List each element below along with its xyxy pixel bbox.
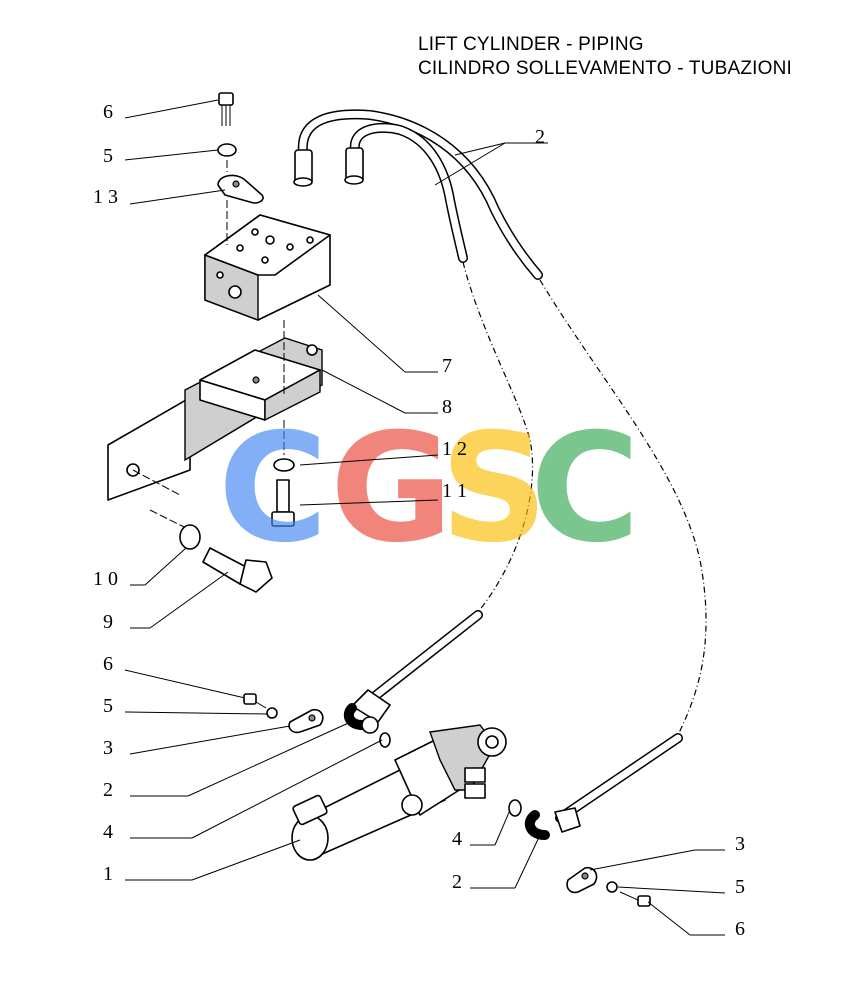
callout-bolt-top: 6 [103,101,113,123]
leader-lines [124,99,726,936]
clamp-top [217,174,264,204]
bolt-top [218,92,234,126]
hose-lower-left [343,610,483,734]
cgsc-watermark: C G S C [218,402,640,576]
callout-washer-mid: 1 2 [442,438,467,460]
callout-hose-lower-left: 2 [103,779,113,801]
callout-seal-left: 4 [103,821,113,843]
callout-washer-lower-left: 5 [103,695,113,717]
clamp-lower-left [288,708,324,734]
washer-lower [179,524,201,550]
hose-route-right [539,279,707,736]
callout-hose-lower-right: 2 [452,871,462,893]
bracket [107,337,323,501]
watermark-letter-g: G [330,402,453,576]
hose-upper-pair [293,109,543,280]
clamp-lower-right [566,866,598,894]
watermark-letter-c2: C [530,402,640,576]
callout-cylinder: 1 [103,863,113,885]
washer-mid [273,458,295,472]
callout-washer-lower-right: 5 [735,876,745,898]
callout-bolt-mid: 1 1 [442,480,467,502]
callout-bolt-lower: 9 [103,611,113,633]
watermark-letter-s: S [440,402,548,576]
callout-clamp-lower-right: 3 [735,833,745,855]
watermark-letter-c1: C [218,402,328,576]
bolt-lower-left [243,693,267,709]
washer-lower-right [606,881,618,893]
seal-left [379,732,391,748]
bolt-lower-right [619,891,651,907]
diagram-title-english: LIFT CYLINDER - PIPING [418,34,644,55]
callout-clamp-top: 1 3 [93,186,118,208]
callout-washer-lower: 1 0 [93,568,118,590]
callout-bracket: 8 [442,396,452,418]
callout-labels: 6 5 1 3 2 7 8 1 2 1 1 1 0 9 6 5 3 2 4 1 … [93,101,745,940]
diagram-title-italian: CILINDRO SOLLEVAMENTO - TUBAZIONI [418,58,793,79]
bolt-mid [271,479,295,527]
valve-block [204,214,331,322]
lift-cylinder [291,724,507,861]
callout-bolt-lower-right: 6 [735,918,745,940]
callout-hose-top: 2 [535,126,545,148]
hose-route-left [462,261,534,613]
callout-bolt-lower-left: 6 [103,653,113,675]
washer-lower-left [266,707,278,719]
callout-valve-block: 7 [442,355,452,377]
washer-top [217,143,237,157]
callout-clamp-lower-left: 3 [103,737,113,759]
callout-washer-top: 5 [103,145,113,167]
callout-seal-right: 4 [452,828,462,850]
hose-lower-right [508,733,683,840]
bolt-lower [202,547,273,593]
